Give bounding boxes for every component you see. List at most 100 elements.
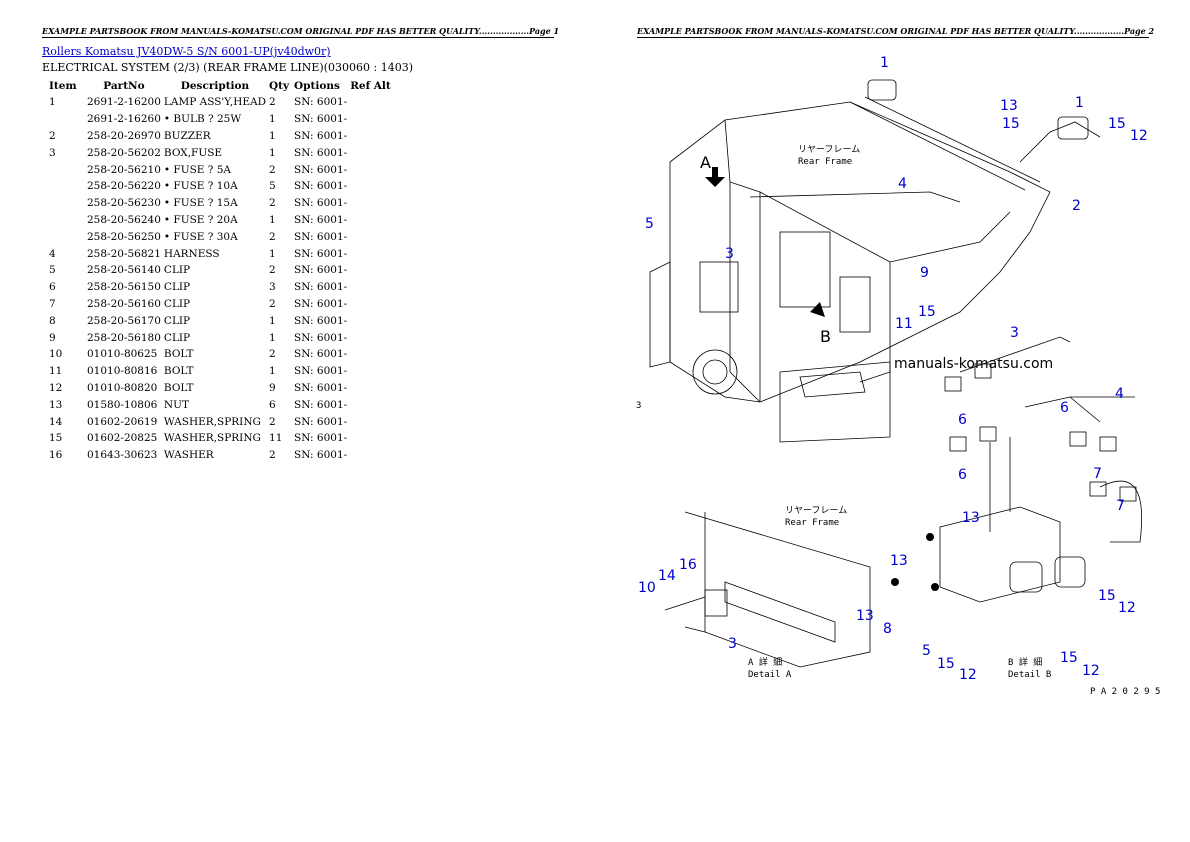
- rear-frame-jp-top: リヤーフレーム: [798, 144, 860, 155]
- cell-partno: 258-20-56150: [87, 281, 161, 294]
- cell-options: SN: 6001-: [294, 146, 348, 159]
- cell-item: 13: [49, 398, 63, 411]
- callout-12: 12: [1130, 128, 1148, 144]
- cell-options: SN: 6001-: [294, 398, 348, 411]
- callout-1: 1: [880, 55, 889, 71]
- cell-item: [42, 161, 87, 178]
- right-page: EXAMPLE PARTSBOOK FROM MANUALS-KOMATSU.C…: [595, 0, 1190, 842]
- col-description: Description: [180, 79, 250, 92]
- cell-options: SN: 6001-: [294, 230, 348, 243]
- callout-12c: 12: [1118, 600, 1136, 616]
- cell-ref-alt: [350, 329, 394, 346]
- cell-item: 9: [49, 331, 56, 344]
- cell-options: SN: 6001-: [294, 180, 348, 193]
- cell-ref-alt: [350, 447, 394, 464]
- cell-partno: 258-20-56160: [87, 297, 161, 310]
- callout-4b: 4: [1115, 386, 1124, 402]
- cell-ref-alt: [350, 128, 394, 145]
- callout-12d: 12: [1082, 663, 1100, 679]
- title-link[interactable]: Rollers Komatsu JV40DW-5 S/N 6001-UP(jv4…: [42, 45, 331, 58]
- cell-qty: 2: [269, 348, 276, 361]
- cell-partno: 258-20-56220: [87, 180, 161, 193]
- cell-options: SN: 6001-: [294, 129, 348, 142]
- cell-partno: 258-20-56202: [87, 146, 161, 159]
- cell-options: SN: 6001-: [294, 264, 348, 277]
- callout-7b: 7: [1116, 498, 1125, 514]
- cell-item: 14: [49, 415, 63, 428]
- cell-options: SN: 6001-: [294, 247, 348, 260]
- callout-4: 4: [898, 176, 907, 192]
- cell-ref-alt: [350, 296, 394, 313]
- cell-ref-alt: [350, 212, 394, 229]
- cell-partno: 2691-2-16200: [87, 96, 161, 109]
- section-subtitle: ELECTRICAL SYSTEM (2/3) (REAR FRAME LINE…: [42, 61, 413, 74]
- table-header-row: Item PartNo Description Qty Options Ref …: [42, 77, 394, 94]
- cell-item: 1: [49, 96, 56, 109]
- cell-qty: 1: [269, 314, 276, 327]
- col-partno: PartNo: [103, 79, 145, 92]
- cell-item: [42, 228, 87, 245]
- watermark: manuals-komatsu.com: [894, 356, 1054, 372]
- left-page: EXAMPLE PARTSBOOK FROM MANUALS-KOMATSU.C…: [42, 26, 559, 464]
- callout-3b: 3: [1010, 325, 1019, 341]
- callout-10: 10: [638, 580, 656, 596]
- label-a: A: [700, 153, 711, 172]
- cell-item: 12: [49, 381, 63, 394]
- callout-7: 7: [1093, 466, 1102, 482]
- cell-options: SN: 6001-: [294, 348, 348, 361]
- cell-partno: 258-20-56230: [87, 197, 161, 210]
- cell-ref-alt: [350, 94, 394, 111]
- col-item: Item: [49, 79, 77, 92]
- cell-description: HARNESS: [163, 247, 220, 260]
- cell-partno: 01010-80816: [87, 365, 158, 378]
- cell-qty: 6: [269, 398, 276, 411]
- rear-frame-jp-detail: リヤーフレーム: [785, 505, 847, 516]
- cell-partno: 258-20-26970: [87, 129, 161, 142]
- callout-2: 2: [1072, 198, 1081, 214]
- callout-6b: 6: [1060, 400, 1069, 416]
- cell-item: 11: [49, 365, 63, 378]
- cell-partno: 01602-20825: [87, 432, 158, 445]
- cell-ref-alt: [350, 363, 394, 380]
- drawing-number: P A 2 0 2 9 5: [1090, 687, 1160, 697]
- cell-qty: 2: [269, 163, 276, 176]
- callout-16: 16: [679, 557, 697, 573]
- cell-ref-alt: [350, 195, 394, 212]
- callout-15c: 15: [918, 304, 936, 320]
- callout-3: 3: [725, 246, 734, 262]
- cell-ref-alt: [350, 279, 394, 296]
- detail-a-jp: A 詳 細: [748, 656, 782, 668]
- cell-partno: 2691-2-16260: [87, 113, 161, 126]
- cell-qty: 1: [269, 247, 276, 260]
- cell-qty: 2: [269, 297, 276, 310]
- callout-12b: 12: [959, 667, 977, 683]
- cell-item: [42, 178, 87, 195]
- cell-qty: 1: [269, 129, 276, 142]
- cell-description: LAMP ASS'Y,HEAD: [163, 96, 267, 109]
- cell-item: [42, 195, 87, 212]
- cell-item: 4: [49, 247, 56, 260]
- cell-options: SN: 6001-: [294, 297, 348, 310]
- callout-15d: 15: [937, 656, 955, 672]
- cell-item: 10: [49, 348, 63, 361]
- rear-frame-en-top: Rear Frame: [798, 157, 852, 167]
- cell-ref-alt: [350, 312, 394, 329]
- cell-ref-alt: [350, 161, 394, 178]
- cell-qty: 2: [269, 449, 276, 462]
- cell-qty: 2: [269, 230, 276, 243]
- cell-item: 15: [49, 432, 63, 445]
- cell-options: SN: 6001-: [294, 96, 348, 109]
- cell-ref-alt: [350, 430, 394, 447]
- cell-qty: 3: [269, 281, 276, 294]
- cell-options: SN: 6001-: [294, 213, 348, 226]
